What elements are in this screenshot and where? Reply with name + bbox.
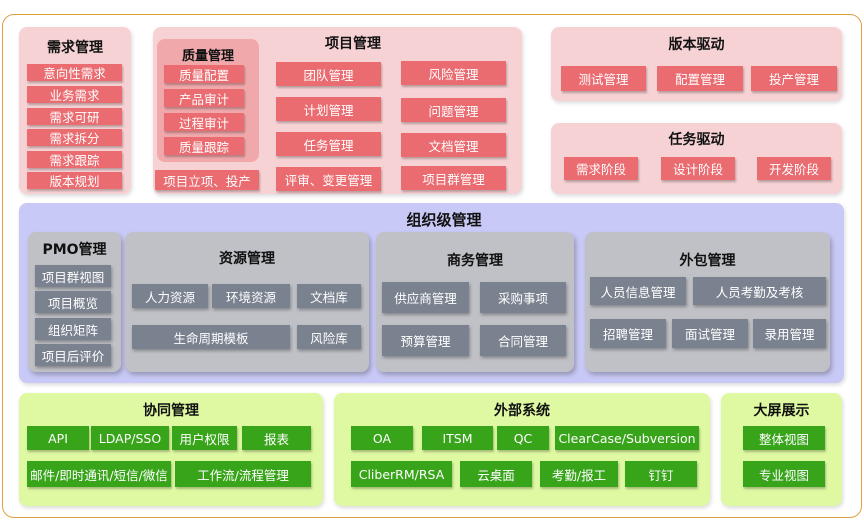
project-panel: 项目管理 质量管理 质量配置 产品审计 过程审计 质量跟踪 项目立项、投产 团队… (153, 27, 522, 194)
project-item[interactable]: 风险管理 (401, 61, 506, 85)
version-item[interactable]: 测试管理 (561, 66, 646, 91)
external-item[interactable]: CliberRM/RSA (351, 461, 452, 487)
business-item[interactable]: 供应商管理 (382, 282, 469, 313)
demand-item[interactable]: 业务需求 (27, 86, 122, 103)
collab-item[interactable]: 邮件/即时通讯/短信/微信 (27, 461, 171, 487)
project-item[interactable]: 项目群管理 (401, 166, 506, 190)
version-item[interactable]: 投产管理 (751, 66, 837, 91)
pmo-title: PMO管理 (42, 242, 107, 258)
project-item[interactable]: 评审、变更管理 (276, 167, 381, 191)
collab-item[interactable]: LDAP/SSO (91, 426, 169, 450)
business-item[interactable]: 合同管理 (480, 325, 566, 356)
external-item[interactable]: ITSM (422, 426, 493, 450)
quality-subpanel: 质量管理 质量配置 产品审计 过程审计 质量跟踪 (157, 39, 259, 162)
version-title: 版本驱动 (668, 37, 725, 53)
external-item[interactable]: OA (351, 426, 413, 450)
project-item[interactable]: 任务管理 (276, 132, 381, 156)
external-item[interactable]: ClearCase/Subversion (555, 426, 699, 450)
quality-item[interactable]: 产品审计 (164, 89, 244, 107)
resource-item[interactable]: 生命周期模板 (132, 325, 290, 349)
project-item[interactable]: 文档管理 (401, 133, 506, 157)
bigscreen-item[interactable]: 专业视图 (743, 461, 825, 487)
task-panel: 任务驱动 需求阶段 设计阶段 开发阶段 (551, 123, 842, 194)
bigscreen-panel: 大屏展示 整体视图 专业视图 (721, 393, 842, 506)
bigscreen-title: 大屏展示 (753, 403, 810, 419)
demand-panel: 需求管理 意向性需求 业务需求 需求可研 需求拆分 需求跟踪 版本规划 (19, 27, 131, 194)
resource-item[interactable]: 人力资源 (132, 284, 208, 308)
task-item[interactable]: 设计阶段 (661, 157, 735, 180)
version-item[interactable]: 配置管理 (657, 66, 743, 91)
project-title: 项目管理 (325, 36, 381, 52)
external-item[interactable]: 云桌面 (460, 461, 532, 487)
outsource-item[interactable]: 人员考勤及考核 (693, 277, 826, 305)
demand-item[interactable]: 需求可研 (27, 108, 122, 125)
project-item[interactable]: 计划管理 (276, 97, 381, 121)
demand-item[interactable]: 需求跟踪 (27, 151, 122, 168)
outsource-item[interactable]: 招聘管理 (590, 319, 666, 348)
outsource-item[interactable]: 人员信息管理 (590, 277, 686, 305)
collab-title: 协同管理 (143, 403, 199, 419)
pmo-item[interactable]: 项目概览 (35, 291, 111, 313)
pmo-item[interactable]: 项目后评价 (35, 344, 111, 366)
outsource-item[interactable]: 录用管理 (753, 319, 826, 348)
outsource-panel: 外包管理 人员信息管理 人员考勤及考核 招聘管理 面试管理 录用管理 (585, 232, 830, 372)
org-panel: 组织级管理 PMO管理 项目群视图 项目概览 组织矩阵 项目后评价 资源管理 人… (19, 203, 844, 383)
task-item[interactable]: 开发阶段 (757, 157, 831, 180)
project-item[interactable]: 问题管理 (401, 98, 506, 122)
pmo-panel: PMO管理 项目群视图 项目概览 组织矩阵 项目后评价 (28, 232, 121, 372)
collab-item[interactable]: 工作流/流程管理 (175, 461, 311, 487)
external-item[interactable]: 考勤/报工 (540, 461, 618, 487)
external-item[interactable]: QC (497, 426, 549, 450)
resource-item[interactable]: 环境资源 (212, 284, 290, 308)
quality-item[interactable]: 质量配置 (164, 65, 244, 83)
demand-title: 需求管理 (47, 40, 103, 56)
demand-item[interactable]: 需求拆分 (27, 129, 122, 146)
project-approval-item[interactable]: 项目立项、投产 (155, 170, 259, 190)
bigscreen-item[interactable]: 整体视图 (743, 426, 825, 450)
task-item[interactable]: 需求阶段 (564, 157, 638, 180)
outsource-item[interactable]: 面试管理 (672, 319, 748, 348)
quality-item[interactable]: 过程审计 (164, 113, 244, 131)
version-panel: 版本驱动 测试管理 配置管理 投产管理 (551, 27, 842, 101)
quality-title: 质量管理 (181, 49, 234, 64)
demand-item[interactable]: 版本规划 (27, 172, 122, 189)
external-item[interactable]: 钉钉 (625, 461, 697, 487)
business-item[interactable]: 采购事项 (480, 282, 566, 313)
business-panel: 商务管理 供应商管理 采购事项 预算管理 合同管理 (376, 232, 574, 372)
resource-item[interactable]: 文档库 (297, 284, 361, 308)
org-title: 组织级管理 (406, 211, 482, 229)
external-title: 外部系统 (494, 403, 550, 419)
collab-item[interactable]: API (27, 426, 89, 450)
pmo-item[interactable]: 组织矩阵 (35, 318, 111, 340)
pmo-item[interactable]: 项目群视图 (35, 265, 111, 287)
resource-title: 资源管理 (219, 251, 275, 267)
business-title: 商务管理 (447, 253, 503, 269)
collab-panel: 协同管理 API LDAP/SSO 用户权限 报表 邮件/即时通讯/短信/微信 … (19, 393, 323, 506)
collab-item[interactable]: 报表 (242, 426, 311, 450)
business-item[interactable]: 预算管理 (382, 325, 469, 356)
quality-item[interactable]: 质量跟踪 (164, 137, 244, 155)
demand-item[interactable]: 意向性需求 (27, 64, 122, 81)
external-panel: 外部系统 OA ITSM QC ClearCase/Subversion Cli… (334, 393, 710, 506)
outsource-title: 外包管理 (679, 253, 736, 269)
collab-item[interactable]: 用户权限 (172, 426, 237, 450)
project-item[interactable]: 团队管理 (276, 62, 381, 86)
resource-item[interactable]: 风险库 (297, 325, 361, 349)
task-title: 任务驱动 (668, 132, 725, 148)
resource-panel: 资源管理 人力资源 环境资源 文档库 生命周期模板 风险库 (125, 232, 369, 372)
